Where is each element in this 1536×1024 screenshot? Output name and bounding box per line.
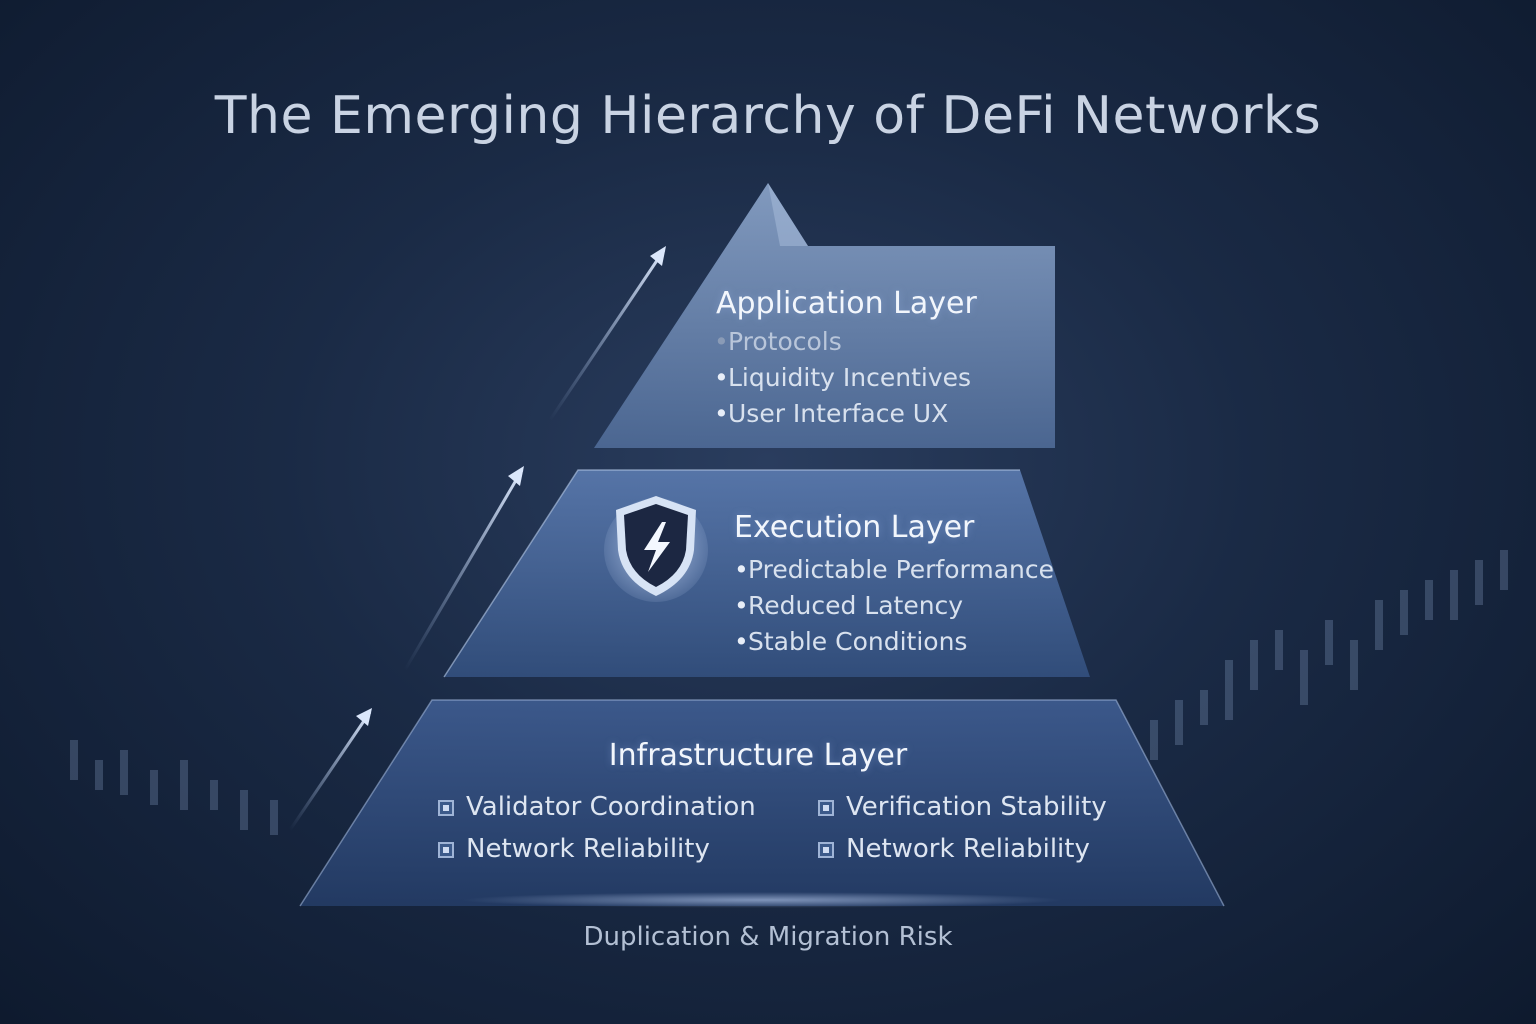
infra-item: Network Reliability: [818, 834, 1090, 864]
square-bullet-icon: [438, 800, 454, 816]
list-item: •Stable Conditions: [734, 624, 1054, 660]
list-item: •Predictable Performance: [734, 552, 1054, 588]
infra-item: Network Reliability: [438, 834, 710, 864]
execution-layer-label: Execution Layer: [734, 510, 974, 545]
list-item: •Protocols: [714, 324, 971, 360]
shield-lightning-icon: [604, 490, 708, 602]
list-item: •User Interface UX: [714, 396, 971, 432]
infra-item: Verification Stability: [818, 792, 1107, 822]
application-layer-list: •Protocols •Liquidity Incentives •User I…: [714, 324, 971, 432]
square-bullet-icon: [818, 800, 834, 816]
list-item: •Liquidity Incentives: [714, 360, 971, 396]
list-item: •Reduced Latency: [734, 588, 1054, 624]
application-layer-label: Application Layer: [716, 286, 977, 321]
footer-caption: Duplication & Migration Risk: [0, 922, 1536, 952]
square-bullet-icon: [818, 842, 834, 858]
infrastructure-layer-label: Infrastructure Layer: [0, 738, 1516, 773]
square-bullet-icon: [438, 842, 454, 858]
base-glow: [462, 892, 1062, 908]
execution-layer-list: •Predictable Performance •Reduced Latenc…: [734, 552, 1054, 660]
page-title: The Emerging Hierarchy of DeFi Networks: [0, 86, 1536, 146]
infra-item: Validator Coordination: [438, 792, 756, 822]
